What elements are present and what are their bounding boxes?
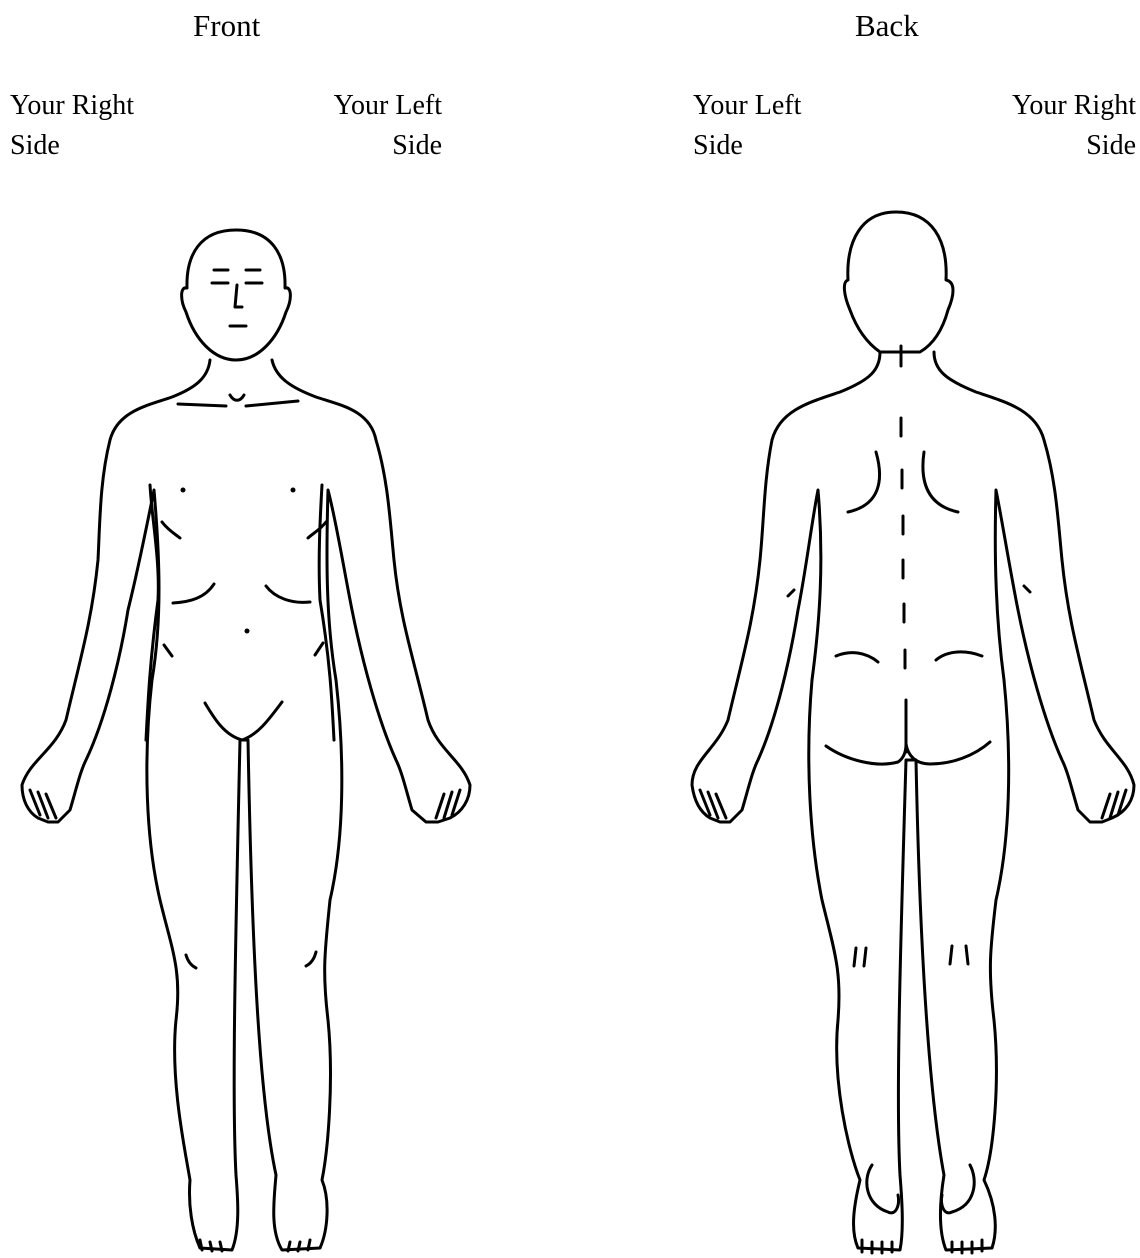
front-ribs-right bbox=[173, 584, 214, 603]
back-lumbar-right bbox=[936, 652, 982, 660]
front-knee-left bbox=[306, 952, 316, 966]
back-scapula-right bbox=[923, 452, 958, 512]
back-knee-right bbox=[950, 946, 968, 964]
front-nipple-right bbox=[181, 488, 186, 493]
front-pec-right bbox=[162, 522, 180, 538]
back-body-figure bbox=[692, 212, 1134, 1253]
front-body-figure bbox=[22, 230, 470, 1251]
front-hip-right bbox=[164, 645, 172, 656]
back-heel-right bbox=[941, 1165, 974, 1213]
front-body-outline bbox=[22, 360, 470, 1250]
front-knee-right bbox=[186, 955, 196, 968]
back-elbow-left bbox=[788, 590, 794, 596]
front-groin bbox=[205, 702, 282, 740]
back-heel-left bbox=[867, 1165, 899, 1213]
front-ribs-left bbox=[266, 586, 310, 602]
front-nose bbox=[235, 285, 242, 307]
back-lumbar-left bbox=[836, 653, 878, 662]
back-fingers-right bbox=[1102, 790, 1126, 818]
back-toes-right bbox=[952, 1240, 982, 1253]
back-head bbox=[844, 212, 953, 352]
front-pec-left bbox=[308, 522, 326, 538]
back-scapula-left bbox=[848, 452, 880, 512]
front-navel bbox=[245, 629, 250, 634]
front-nipple-left bbox=[291, 488, 296, 493]
back-knee-left bbox=[854, 948, 866, 966]
back-elbow-right bbox=[1024, 586, 1030, 592]
front-collarbone bbox=[178, 401, 298, 406]
back-toes-left bbox=[862, 1240, 892, 1253]
front-sternal-notch bbox=[230, 395, 244, 400]
front-hip-left bbox=[315, 643, 323, 655]
back-body-outline bbox=[692, 352, 1134, 1250]
